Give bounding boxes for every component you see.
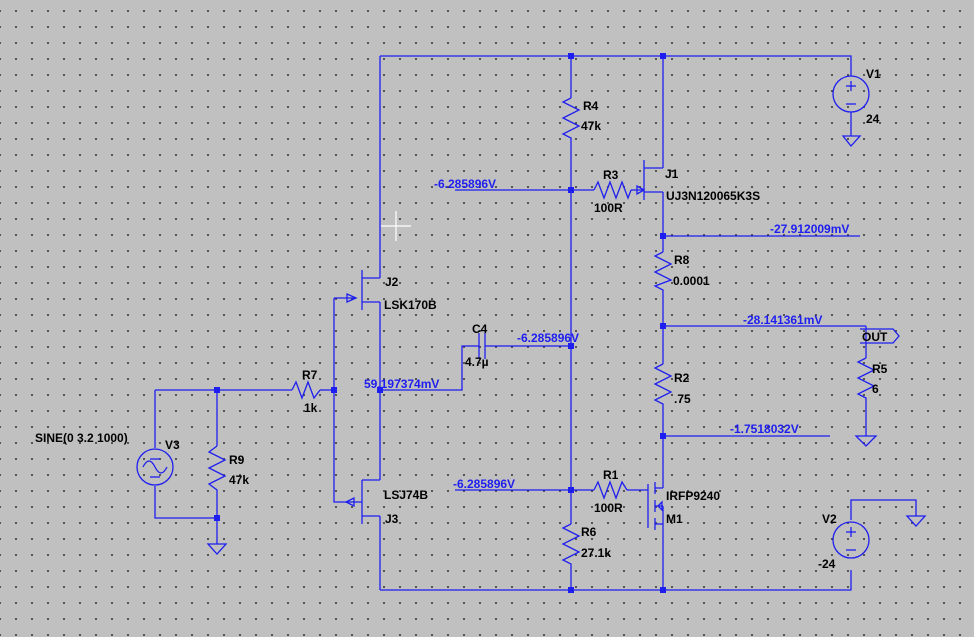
net-label-r1-node: -6.285896V bbox=[453, 477, 515, 491]
j2-name: J2 bbox=[385, 275, 399, 289]
r8-name: R8 bbox=[674, 253, 690, 267]
capacitor-c4[interactable] bbox=[466, 333, 492, 359]
r6-name: R6 bbox=[581, 525, 597, 539]
out-port[interactable]: OUT bbox=[860, 328, 900, 344]
r7-name: R7 bbox=[302, 368, 318, 382]
net-voltage-labels: -6.285896V -6.285896V -6.285896V 59.1973… bbox=[364, 177, 849, 491]
ground-v2 bbox=[905, 515, 927, 527]
resistor-r6[interactable] bbox=[561, 523, 581, 570]
resistor-r4[interactable] bbox=[561, 92, 581, 140]
v3-value: SINE(0 3.2 1000) bbox=[35, 431, 128, 445]
jfet-j1[interactable] bbox=[636, 160, 664, 200]
r2-name: R2 bbox=[674, 371, 690, 385]
j3-value: LSJ74B bbox=[384, 488, 428, 502]
j1-name: J1 bbox=[665, 167, 679, 181]
resistor-r2[interactable] bbox=[653, 363, 673, 410]
r6-value: 27.1k bbox=[581, 546, 611, 560]
c4-name: C4 bbox=[472, 322, 488, 336]
v1-value: 24 bbox=[866, 112, 880, 126]
r5-name: R5 bbox=[872, 362, 888, 376]
ground-symbols bbox=[206, 135, 927, 555]
out-port-label: OUT bbox=[862, 330, 888, 344]
ground-r9 bbox=[206, 543, 228, 555]
net-label-out-node: -28.141361mV bbox=[743, 313, 822, 327]
j1-value: UJ3N120065K3S bbox=[666, 189, 760, 203]
r4-name: R4 bbox=[583, 99, 599, 113]
v1-name: V1 bbox=[866, 67, 881, 81]
component-labels: V1 24 V2 -24 V3 SINE(0 3.2 1000) R4 47k … bbox=[35, 67, 888, 571]
j3-name: J3 bbox=[385, 512, 399, 526]
net-label-c4-node: -6.285896V bbox=[517, 331, 579, 345]
resistor-r5[interactable] bbox=[856, 357, 876, 402]
v2-name: V2 bbox=[822, 512, 837, 526]
crosshair-cursor-icon bbox=[381, 211, 411, 241]
r1-value: 100R bbox=[594, 501, 623, 515]
r2-value: .75 bbox=[674, 392, 691, 406]
m1-name: M1 bbox=[666, 512, 683, 526]
source-v3[interactable] bbox=[136, 448, 174, 486]
junction-dots bbox=[214, 53, 666, 593]
r3-name: R3 bbox=[603, 168, 619, 182]
source-v1[interactable] bbox=[832, 75, 870, 113]
r3-value: 100R bbox=[594, 201, 623, 215]
resistor-r3[interactable] bbox=[593, 180, 632, 200]
source-v2[interactable] bbox=[832, 521, 870, 559]
net-label-j1-source: -27.912009mV bbox=[770, 222, 849, 236]
ground-v1 bbox=[841, 135, 862, 148]
v3-name: V3 bbox=[165, 438, 180, 452]
resistor-r1[interactable] bbox=[593, 480, 628, 500]
m1-value: IRFP9240 bbox=[666, 489, 720, 503]
wires bbox=[154, 55, 917, 591]
ground-r5 bbox=[854, 435, 878, 447]
mosfet-m1[interactable] bbox=[647, 480, 664, 530]
jfet-j3[interactable] bbox=[344, 479, 380, 524]
jfet-j2[interactable] bbox=[346, 270, 380, 310]
net-label-m1-source: -1.7518032V bbox=[730, 422, 799, 436]
net-label-source-node: 59.197374mV bbox=[364, 377, 439, 391]
resistor-r9[interactable] bbox=[207, 445, 227, 494]
r8-value: 0.0001 bbox=[673, 274, 710, 288]
r7-value: 1k bbox=[304, 401, 318, 415]
v2-value: -24 bbox=[818, 557, 836, 571]
r4-value: 47k bbox=[581, 119, 601, 133]
resistor-r7[interactable] bbox=[291, 380, 321, 400]
j2-value: LSK170B bbox=[384, 298, 437, 312]
r5-value: 6 bbox=[872, 382, 879, 396]
c4-value: 4.7µ bbox=[465, 355, 489, 369]
r9-name: R9 bbox=[229, 453, 245, 467]
r1-name: R1 bbox=[603, 468, 619, 482]
net-label-r3-node: -6.285896V bbox=[434, 177, 496, 191]
resistor-r8[interactable] bbox=[653, 251, 673, 292]
r9-value: 47k bbox=[229, 473, 249, 487]
